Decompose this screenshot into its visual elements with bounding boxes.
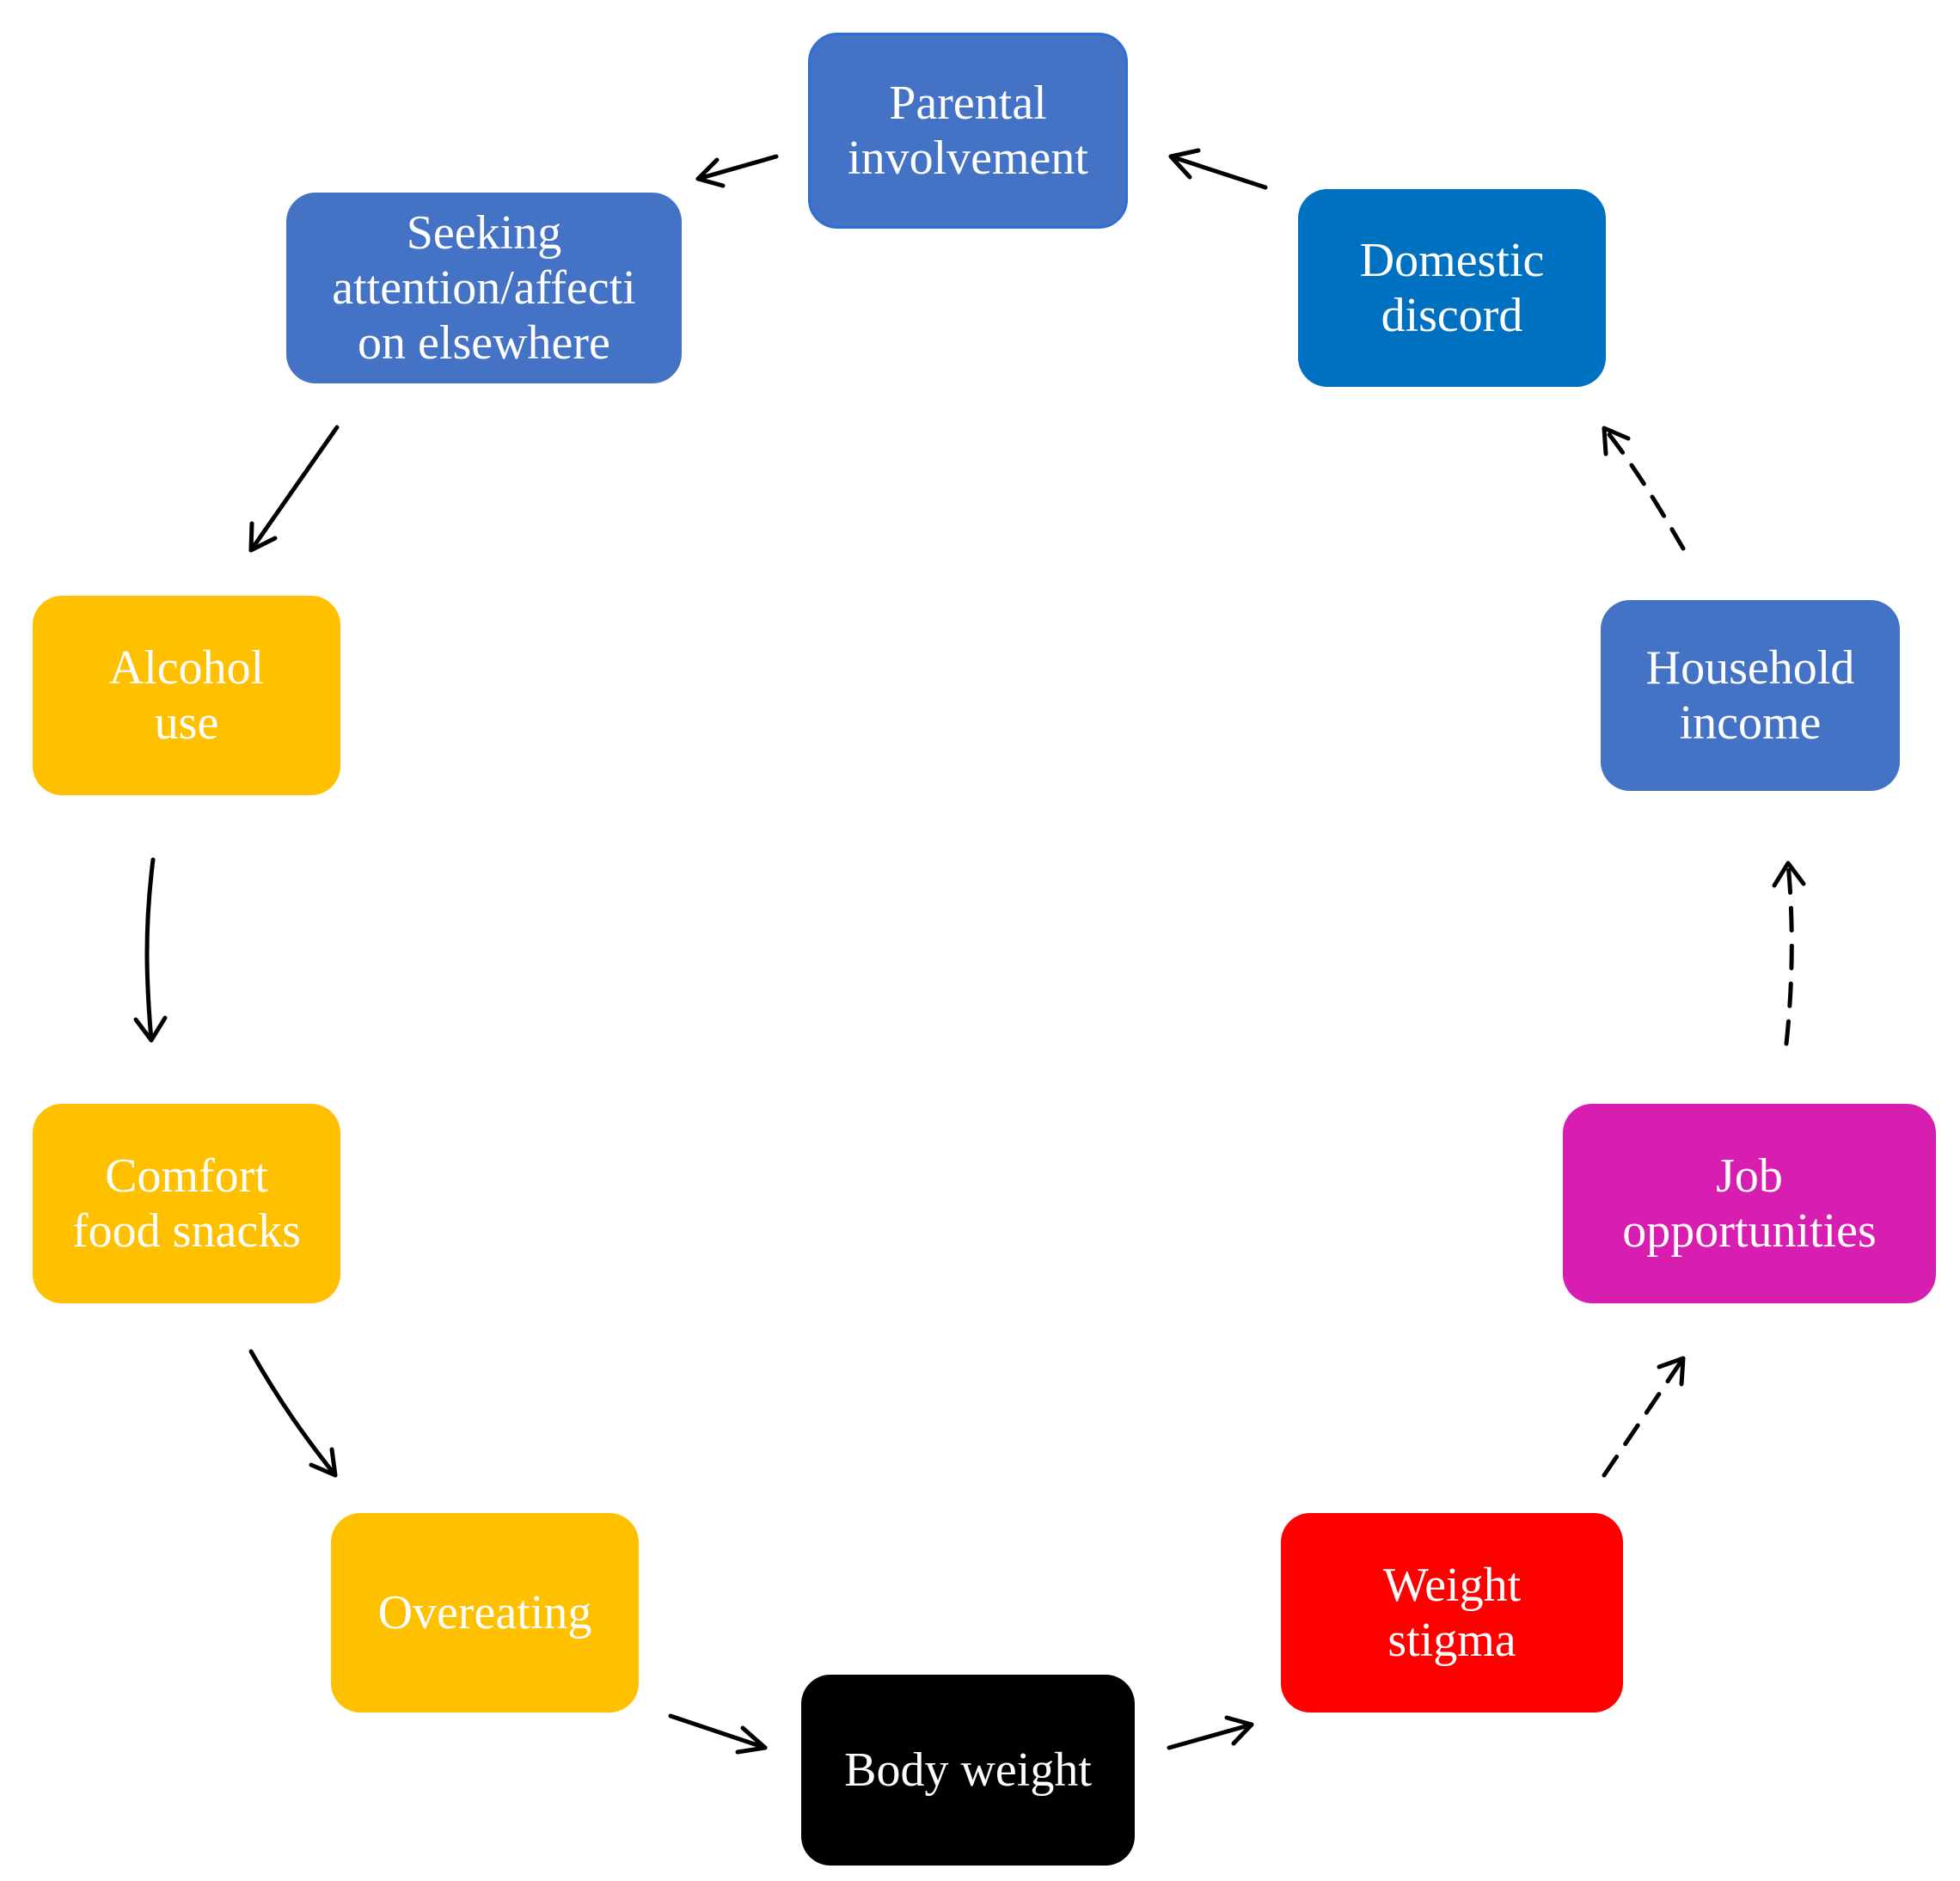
node-household-income: Household income bbox=[1601, 600, 1900, 791]
node-label: Comfort food snacks bbox=[72, 1149, 301, 1258]
arrow-household-to-domestic bbox=[1602, 426, 1686, 551]
node-body-weight: Body weight bbox=[801, 1675, 1135, 1866]
arrow-job-to-household bbox=[1772, 861, 1806, 1046]
node-seeking-attention: Seeking attention/affecti on elsewhere bbox=[286, 193, 682, 383]
arrow-weight-stigma-to-job bbox=[1602, 1356, 1686, 1478]
node-label: Seeking attention/affecti on elsewhere bbox=[332, 206, 636, 370]
arrow-comfort-to-overeating bbox=[248, 1349, 338, 1478]
node-label: Overeating bbox=[377, 1586, 592, 1639]
arrow-domestic-to-parental bbox=[1168, 148, 1268, 190]
node-job-opportunities: Job opportunities bbox=[1563, 1104, 1936, 1303]
node-weight-stigma: Weight stigma bbox=[1281, 1513, 1623, 1713]
node-parental-involvement: Parental involvement bbox=[808, 33, 1128, 229]
node-label: Body weight bbox=[844, 1743, 1092, 1797]
node-label: Parental involvement bbox=[848, 77, 1088, 185]
arrow-body-to-weight-stigma bbox=[1167, 1715, 1254, 1750]
node-alcohol-use: Alcohol use bbox=[33, 596, 340, 795]
node-label: Domestic discord bbox=[1359, 234, 1545, 342]
arrow-overeating-to-body bbox=[668, 1713, 768, 1755]
node-label: Household income bbox=[1645, 641, 1855, 750]
arrow-alcohol-to-comfort bbox=[133, 857, 168, 1043]
node-overeating: Overeating bbox=[331, 1513, 639, 1713]
arrow-parental-to-seeking bbox=[695, 154, 779, 188]
arrow-seeking-to-alcohol bbox=[248, 425, 340, 553]
node-label: Job opportunities bbox=[1622, 1149, 1877, 1258]
node-comfort-food-snacks: Comfort food snacks bbox=[33, 1104, 340, 1303]
node-label: Weight stigma bbox=[1382, 1559, 1522, 1667]
node-label: Alcohol use bbox=[108, 641, 265, 750]
node-domestic-discord: Domestic discord bbox=[1298, 189, 1606, 387]
